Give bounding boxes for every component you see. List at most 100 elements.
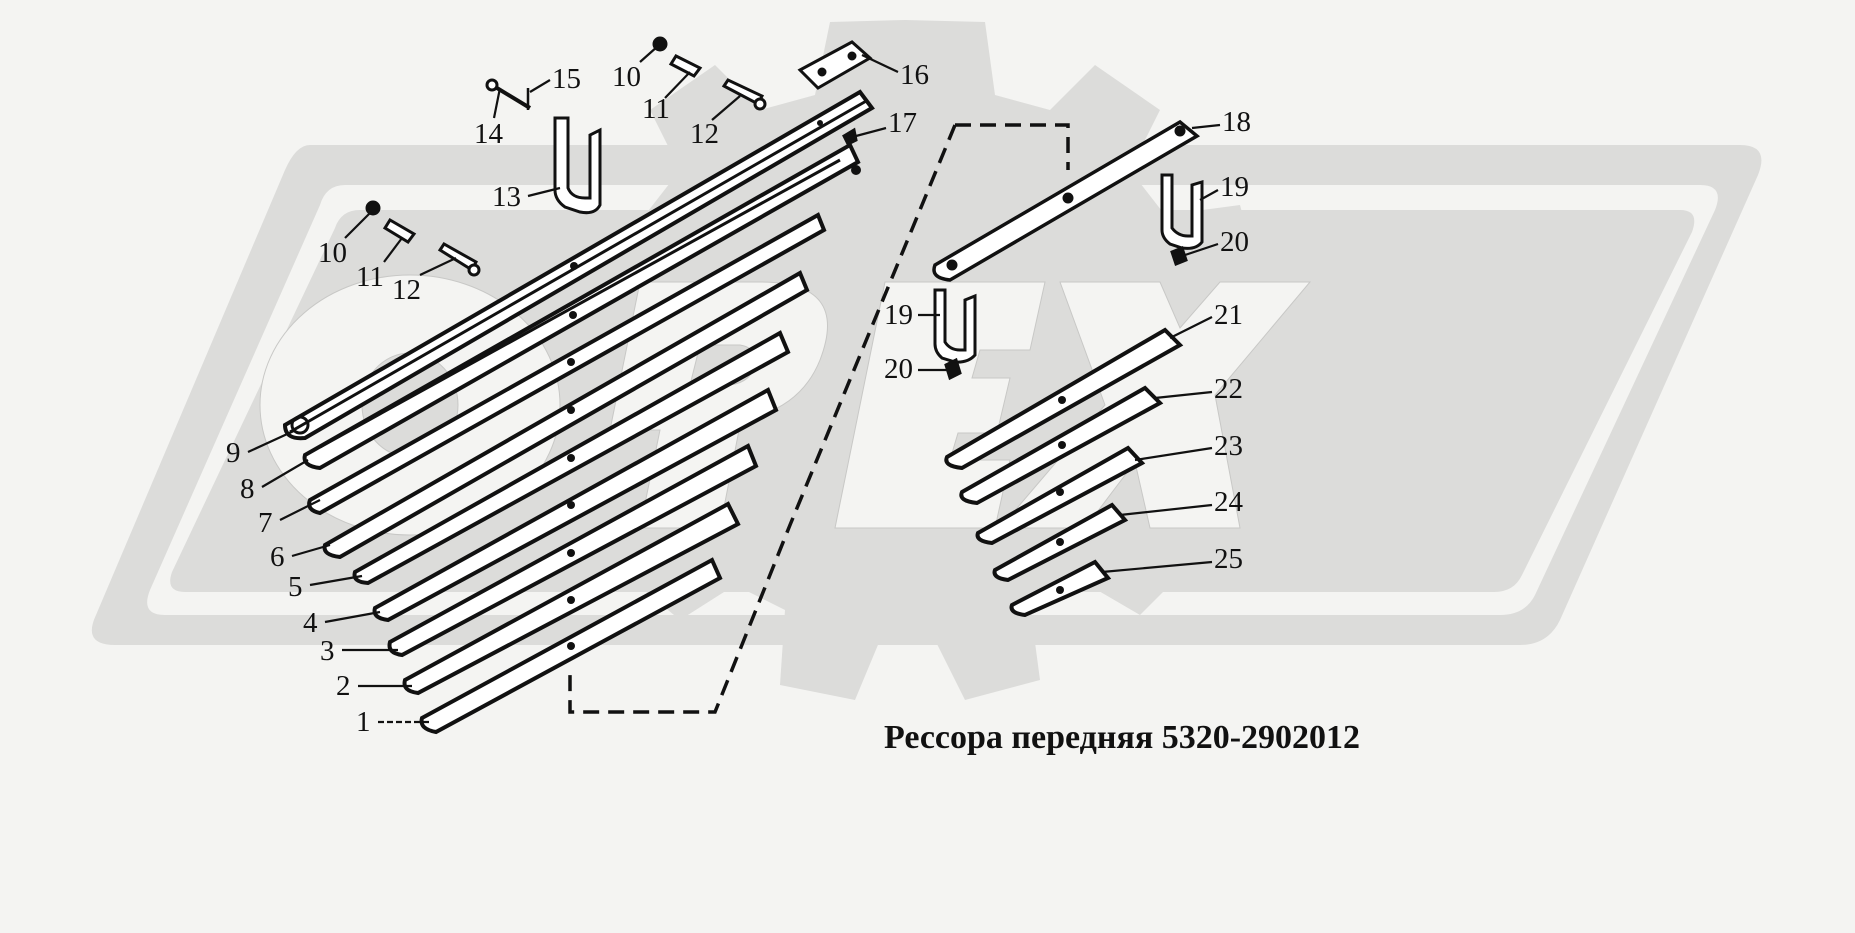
leader-17 — [855, 126, 887, 138]
label-23: 23 — [1214, 430, 1243, 462]
label-18: 18 — [1222, 106, 1251, 138]
leaf-23-hole — [1056, 488, 1064, 496]
u-clip-19-upper — [1160, 173, 1204, 250]
pin-14 — [490, 83, 532, 110]
leaf-24-hole — [1056, 538, 1064, 546]
leader-14 — [492, 87, 502, 119]
bolt-12-top — [721, 78, 765, 107]
bar-18-hole-c — [1174, 125, 1186, 137]
leaf-9-lower-edge — [289, 98, 869, 434]
sleeve-11-top — [668, 54, 703, 78]
diagram-caption: Рессора передняя 5320-2902012 — [884, 719, 1360, 756]
leader-10b — [344, 211, 372, 239]
bolt-12-top-head — [753, 97, 767, 111]
label-10a: 10 — [612, 61, 641, 93]
label-12a: 12 — [690, 118, 719, 150]
rivet-17 — [842, 127, 858, 147]
leader-11a — [664, 71, 691, 99]
right-leaf-pack — [944, 327, 1184, 618]
leader-6 — [291, 543, 331, 558]
leader-23 — [1134, 446, 1213, 462]
label-11a: 11 — [642, 93, 670, 125]
leader-11b — [383, 237, 403, 263]
leaf-7 — [307, 212, 827, 516]
left-leaf-pack — [282, 89, 875, 735]
ball-10-left — [365, 200, 381, 216]
leader-16 — [861, 54, 899, 73]
leaf-22-hole — [1058, 441, 1066, 449]
leader-12a — [711, 95, 741, 121]
leaf-8-end — [851, 165, 861, 175]
plate-16-hole-b — [847, 51, 857, 61]
leaf-1-hole — [567, 642, 575, 650]
label-4: 4 — [303, 607, 318, 639]
label-2: 2 — [336, 670, 351, 702]
label-5: 5 — [288, 571, 303, 603]
leader-22 — [1154, 390, 1213, 400]
leaf-4 — [372, 387, 779, 623]
label-10b: 10 — [318, 237, 347, 269]
label-19a: 19 — [1220, 171, 1249, 203]
label-19b: 19 — [884, 299, 913, 331]
hardware — [365, 36, 1204, 381]
label-9: 9 — [226, 437, 241, 469]
label-16: 16 — [900, 59, 929, 91]
leaf-3-hole — [567, 501, 575, 509]
u-clip-19-lower — [933, 288, 977, 364]
nut-20-lower — [944, 357, 962, 381]
pin-14-head — [485, 78, 499, 92]
leader-18 — [1191, 123, 1221, 130]
label-21: 21 — [1214, 299, 1243, 331]
leader-15 — [529, 79, 551, 93]
label-3: 3 — [320, 635, 335, 667]
bar-18-hole-b — [1062, 192, 1074, 204]
leader-24 — [1119, 503, 1213, 517]
leaf-9-end-hole — [817, 120, 823, 126]
leader-lines — [247, 45, 1221, 724]
leaf-9-eye — [290, 415, 310, 435]
bolt-12-left-head — [467, 263, 481, 277]
leader-10a — [639, 45, 659, 63]
leader-5 — [309, 574, 363, 587]
label-15: 15 — [552, 63, 581, 95]
leader-19a — [1199, 189, 1219, 201]
label-14: 14 — [474, 118, 504, 150]
bar-18-hole-a — [946, 259, 958, 271]
label-8: 8 — [240, 473, 255, 505]
label-22: 22 — [1214, 373, 1243, 405]
leader-13 — [527, 186, 561, 198]
label-1: 1 — [356, 706, 371, 738]
leaf-8-spine — [319, 158, 841, 449]
dashed-connector — [568, 123, 1070, 714]
leaf-6 — [322, 270, 810, 560]
label-17: 17 — [888, 107, 917, 139]
leaf-25-hole — [1056, 586, 1064, 594]
u-clip-13 — [553, 116, 602, 215]
leaf-7-hole — [569, 311, 577, 319]
label-25: 25 — [1214, 543, 1243, 575]
label-11b: 11 — [356, 261, 384, 293]
label-20a: 20 — [1220, 226, 1249, 258]
leader-21 — [1169, 316, 1213, 339]
label-20b: 20 — [884, 353, 913, 385]
bolt-12-left — [437, 242, 478, 273]
label-6: 6 — [270, 541, 285, 573]
label-12b: 12 — [392, 274, 421, 306]
label-7: 7 — [258, 507, 273, 539]
leader-8 — [261, 459, 309, 488]
leaf-2-hole — [567, 549, 575, 557]
leader-25 — [1101, 560, 1213, 574]
plate-16-hole-a — [817, 67, 827, 77]
leaf-21-hole — [1058, 396, 1066, 404]
leader-12b — [419, 257, 457, 276]
leaf-2-hole-b — [567, 596, 575, 604]
label-13: 13 — [492, 181, 521, 213]
part-labels: 1 2 3 4 5 6 7 8 9 10 11 12 10 11 12 13 1… — [226, 59, 1251, 738]
leader-20a — [1184, 242, 1219, 257]
nut-20-upper — [1170, 246, 1188, 266]
leader-9 — [247, 429, 297, 453]
leader-4 — [324, 610, 381, 624]
leaf-5-hole — [567, 406, 575, 414]
